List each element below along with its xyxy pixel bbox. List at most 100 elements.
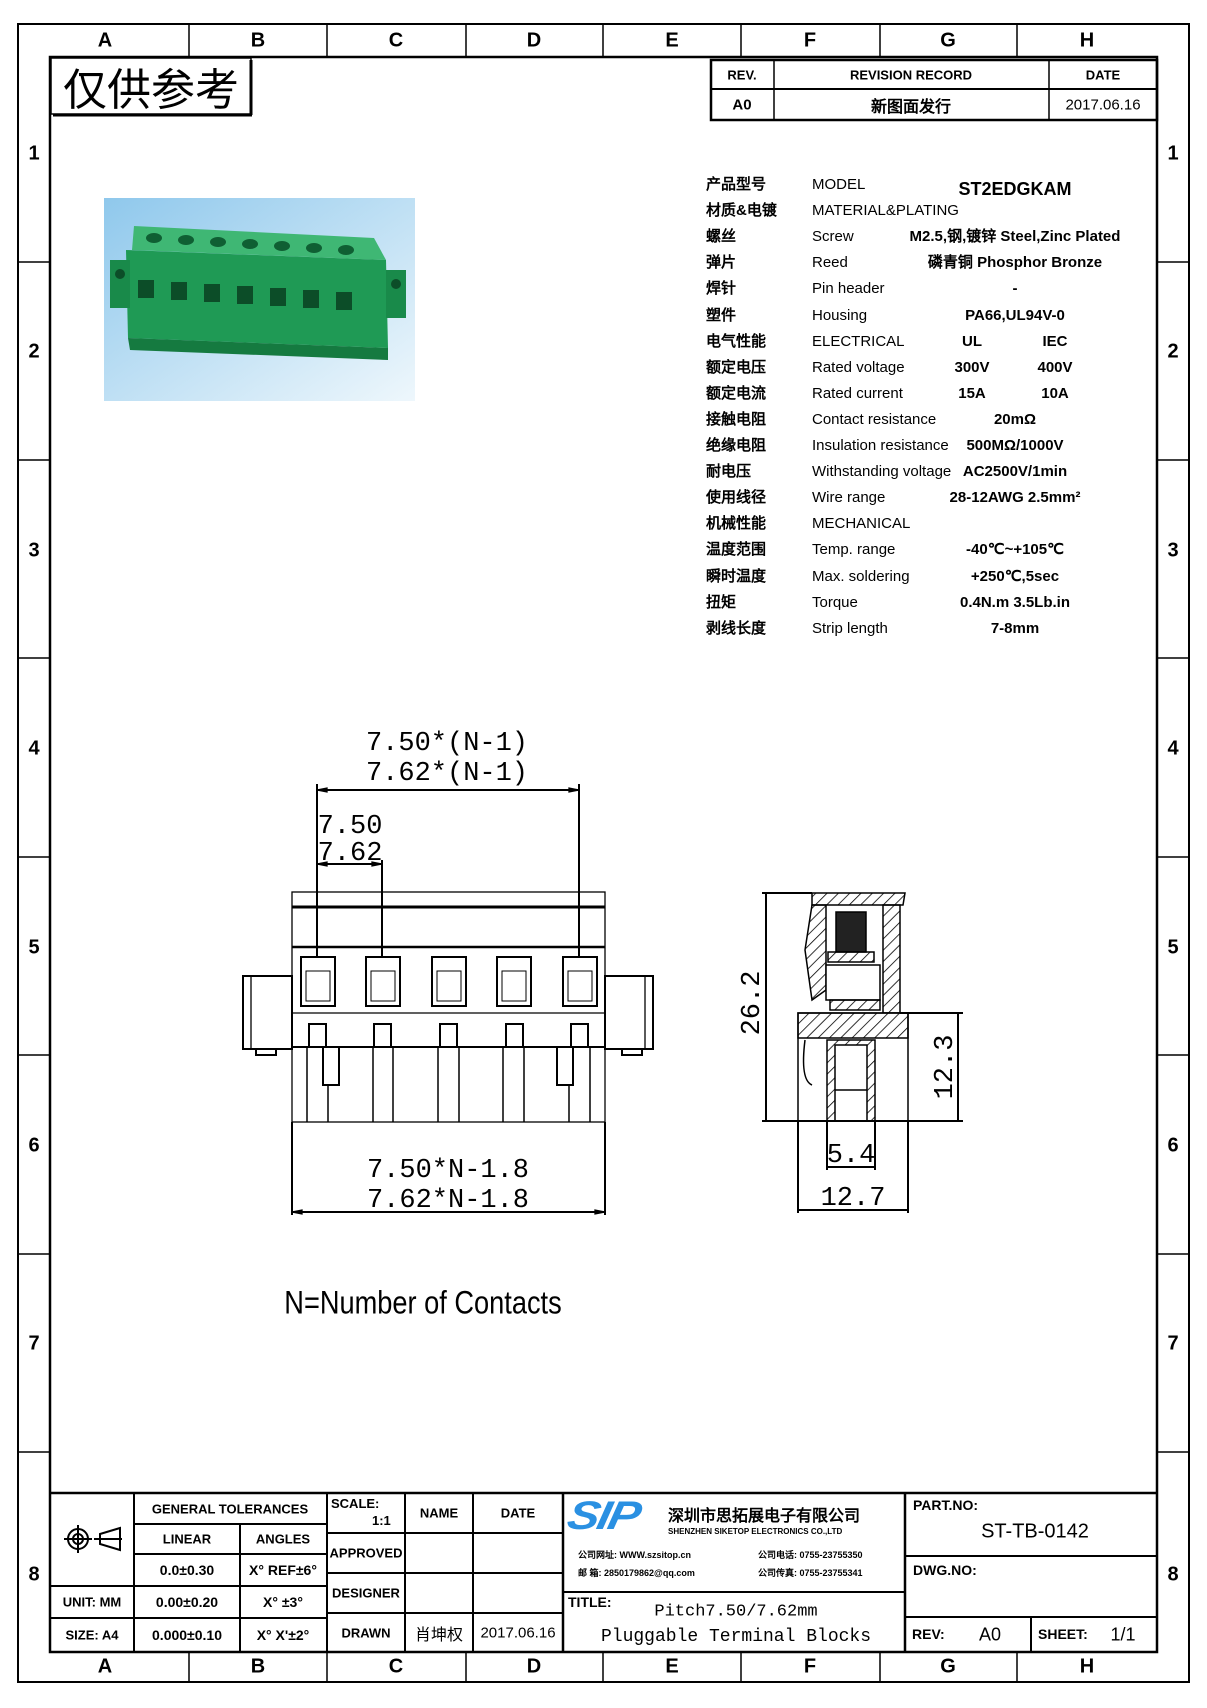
spec-value: 0.4N.m 3.5Lb.in (959, 593, 1071, 611)
revision-record-value: 新图面发行 (870, 99, 952, 116)
spec-value: M2.5,钢,镀锌 Steel,Zinc Plated (909, 228, 1121, 246)
spec-value-ul: 300V (954, 358, 990, 376)
spec-label-cn: 材质&电镀 (706, 202, 777, 220)
column-label: B (250, 29, 266, 52)
row-label: 7 (1167, 1332, 1179, 1355)
sheet-label: SHEET: (1038, 1626, 1088, 1642)
company-fax: 公司传真: 0755-23755341 (758, 1568, 863, 1578)
row-label: 7 (28, 1332, 40, 1355)
rev-header: REV. (727, 67, 757, 83)
dwg-no-label: DWG.NO: (913, 1562, 977, 1578)
company-website: 公司网址: WWW.szsitop.cn (578, 1550, 691, 1560)
column-label: C (388, 1655, 404, 1678)
spec-label-en: Housing (812, 306, 868, 324)
spec-value: 500MΩ/1000V (966, 437, 1064, 454)
spec-label-en: Withstanding voltage (812, 463, 952, 481)
spec-label-cn: 接触电阻 (706, 410, 767, 428)
dim-pitch-762: 7.62 (318, 839, 383, 869)
spec-label-en: Pin header (812, 280, 885, 298)
rev-value: A0 (732, 96, 752, 114)
dim-depth: 12.7 (821, 1184, 886, 1214)
angles-label: ANGLES (255, 1531, 311, 1547)
spec-value: 磷青铜 Phosphor Bronze (927, 254, 1103, 272)
drawn-label: DRAWN (341, 1625, 391, 1641)
row-label: 3 (1167, 539, 1179, 562)
spec-label-cn: 弹片 (706, 254, 737, 272)
spec-label-en: Temp. range (812, 541, 896, 559)
spec-label-en: Wire range (812, 489, 886, 507)
row-label: 8 (1167, 1563, 1179, 1586)
spec-label-cn: 扭矩 (706, 593, 737, 611)
linear-label: LINEAR (162, 1531, 212, 1547)
spec-label-cn: 电气性能 (706, 332, 767, 350)
spec-label-en: Screw (812, 228, 854, 246)
linear-tolerance-1: 0.0±0.30 (159, 1562, 215, 1578)
column-label: C (388, 29, 404, 52)
scale-label: SCALE: (331, 1496, 380, 1511)
title-line-2: Pluggable Terminal Blocks (600, 1627, 872, 1647)
unit-label: UNIT: MM (62, 1594, 122, 1610)
rev-label: REV: (912, 1626, 945, 1642)
date-header: DATE (1085, 67, 1121, 83)
contacts-note: N=Number of Contacts (284, 1284, 562, 1321)
spec-value-iec: IEC (1042, 332, 1068, 350)
spec-label-cn: 瞬时温度 (706, 567, 767, 585)
dim-height: 26.2 (738, 971, 768, 1036)
spec-value-iec: 400V (1037, 358, 1073, 376)
row-label: 1 (1167, 142, 1179, 165)
linear-tolerance-2: 0.00±0.20 (155, 1594, 219, 1610)
spec-label-cn: 额定电压 (706, 358, 767, 376)
column-label: D (526, 1655, 542, 1678)
spec-row: 绝缘电阻 Insulation resistance 500MΩ/1000V (0, 433, 1064, 459)
angle-tolerance-2: X° ±3° (263, 1594, 303, 1610)
spec-label-cn: 使用线径 (706, 489, 767, 507)
size-label: SIZE: A4 (65, 1627, 119, 1643)
spec-label-cn: 绝缘电阻 (706, 437, 767, 454)
spec-label-en: Strip length (812, 619, 888, 637)
row-label: 4 (1167, 737, 1179, 760)
column-label: G (940, 1655, 956, 1678)
column-label: F (803, 1655, 817, 1678)
row-label: 8 (28, 1563, 40, 1586)
row-label: 1 (28, 142, 40, 165)
row-label: 3 (28, 539, 40, 562)
column-label: G (940, 29, 956, 52)
spec-label-en: Insulation resistance (812, 437, 949, 454)
spec-value: AC2500V/1min (962, 463, 1068, 481)
spec-label-en: Rated voltage (812, 358, 905, 376)
drawn-by-name: 肖坤权 (414, 1627, 464, 1644)
part-no-label: PART.NO: (913, 1497, 979, 1513)
spec-label-cn: 塑件 (706, 306, 737, 324)
spec-value: +250℃,5sec (970, 567, 1060, 585)
dim-pin-width: 5.4 (827, 1141, 876, 1171)
dim-length-762: 7.62*N-1.8 (367, 1186, 529, 1216)
spec-value: - (1012, 280, 1018, 298)
spec-label-cn: 机械性能 (706, 515, 767, 533)
company-phone: 公司电话: 0755-23755350 (758, 1550, 863, 1560)
sheet-value: 1/1 (1110, 1624, 1136, 1645)
spec-label-en: Contact resistance (812, 410, 937, 428)
spec-label-en: ELECTRICAL (812, 332, 905, 350)
column-label: B (250, 1655, 266, 1678)
dim-lower-height: 12.3 (931, 1035, 961, 1100)
column-label: F (803, 29, 817, 52)
spec-label-cn: 剥线长度 (706, 619, 767, 637)
row-label: 5 (1167, 936, 1179, 959)
column-label: E (665, 1655, 679, 1678)
name-header: NAME (419, 1505, 459, 1521)
title-label: TITLE: (568, 1594, 612, 1610)
spec-label-en: Rated current (812, 384, 903, 402)
company-logo: SIP (563, 1494, 643, 1538)
title-line-1: Pitch7.50/7.62mm (654, 1602, 818, 1622)
angle-tolerance-3: X° X'±2° (256, 1627, 310, 1643)
